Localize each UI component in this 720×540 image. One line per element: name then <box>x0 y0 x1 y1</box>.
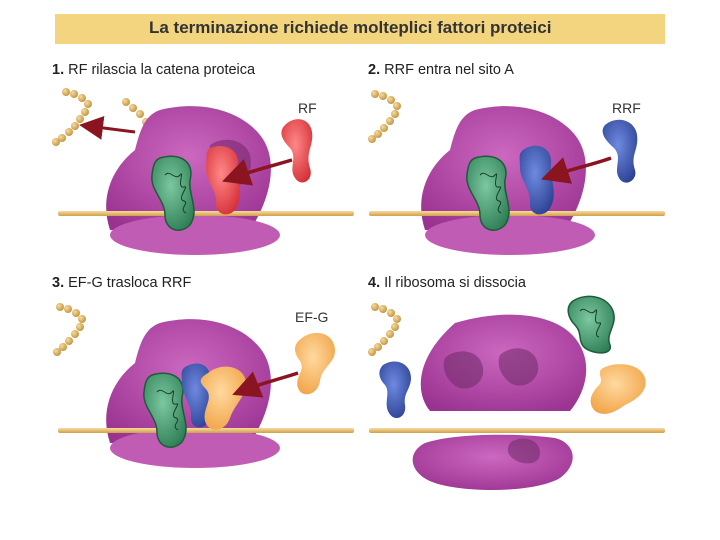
ribosome-small-subunit <box>412 434 573 490</box>
released-efg <box>590 364 646 414</box>
panel-1-number: 1. <box>52 62 65 78</box>
panel-3-caption: EF-G trasloca RRF <box>68 275 192 291</box>
panel-4-number: 4. <box>368 275 381 291</box>
panel-3-number: 3. <box>52 275 65 291</box>
ribosome-small-subunit <box>425 215 595 255</box>
release-arrow <box>79 115 136 140</box>
trna <box>151 155 195 231</box>
released-peptide <box>368 303 401 356</box>
panel-4-label: 4. Il ribosoma si dissocia <box>368 275 526 291</box>
panel-3-label: 3. EF-G trasloca RRF <box>52 275 191 291</box>
trna <box>466 155 510 231</box>
released-peptide <box>368 90 401 143</box>
mrna-strand <box>58 211 354 216</box>
efg-tag: EF-G <box>295 309 329 325</box>
panel-1-diagram <box>52 88 354 255</box>
ribosome-small-subunit <box>110 215 280 255</box>
panel-1-label: 1. RF rilascia la catena proteica <box>52 62 255 78</box>
ribosome-small-subunit <box>110 428 280 468</box>
mrna-strand <box>369 211 665 216</box>
rf-arrow <box>222 158 293 186</box>
rrf-factor <box>602 119 638 183</box>
title-bar: La terminazione richiede molteplici fatt… <box>55 14 665 44</box>
released-trna <box>567 295 615 354</box>
rrf-arrow <box>541 156 612 184</box>
trna <box>143 372 187 448</box>
panel-4-diagram <box>368 295 665 490</box>
efg-factor <box>295 332 335 395</box>
panel-2-diagram <box>368 90 665 255</box>
rf-tag: RF <box>298 100 317 116</box>
released-peptide <box>53 303 86 356</box>
figure-title: La terminazione richiede molteplici fatt… <box>149 18 552 37</box>
mrna-strand <box>58 428 354 433</box>
panel-2-number: 2. <box>368 62 381 78</box>
panel-4-caption: Il ribosoma si dissocia <box>384 275 526 291</box>
rrf-tag: RRF <box>612 100 641 116</box>
rf-factor <box>281 119 313 183</box>
panel-2-caption: RRF entra nel sito A <box>384 62 514 78</box>
released-rrf <box>379 361 411 419</box>
panel-3-diagram <box>53 303 354 468</box>
panel-2-label: 2. RRF entra nel sito A <box>368 62 514 78</box>
panel-1-caption: RF rilascia la catena proteica <box>68 62 256 78</box>
efg-arrow <box>232 371 299 398</box>
mrna-strand <box>369 428 665 433</box>
